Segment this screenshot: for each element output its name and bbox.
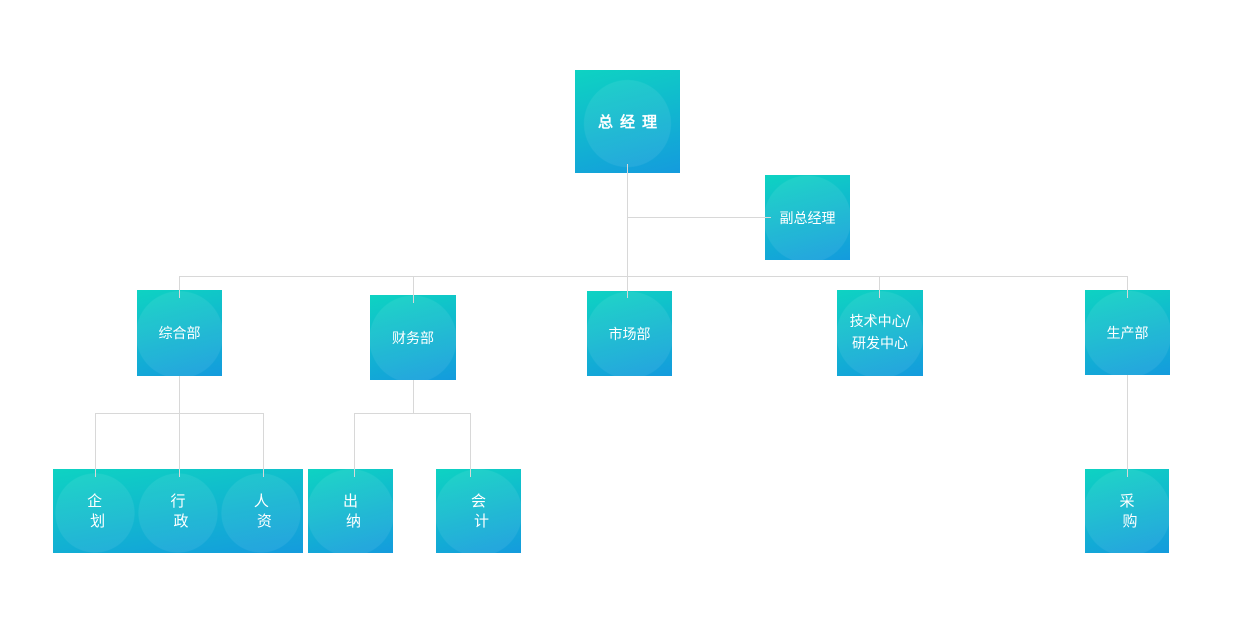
org-node-label: 总经理 <box>597 113 664 131</box>
org-node-human-resources[interactable]: 人 资 <box>253 492 272 530</box>
org-node-label: 出 纳 <box>342 492 361 530</box>
connector-line-main-horizontal <box>179 276 1128 277</box>
connector-line-general-vertical <box>179 376 180 477</box>
org-node-marketing-dept[interactable]: 市场部 <box>587 291 672 376</box>
org-node-purchasing[interactable]: 采 购 <box>1085 469 1169 553</box>
connector-line-drop-accounting <box>470 413 471 477</box>
org-node-label: 财务部 <box>392 330 434 347</box>
org-node-label: 会 计 <box>470 492 489 530</box>
connector-line-finance-horizontal <box>354 413 471 414</box>
connector-line-drop-general <box>179 276 180 298</box>
connector-line-drop-finance <box>413 276 414 303</box>
org-node-accounting[interactable]: 会 计 <box>436 469 521 553</box>
org-node-tech-center[interactable]: 技术中心/ 研发中心 <box>837 290 923 376</box>
org-node-general-manager[interactable]: 总经理 <box>575 70 680 173</box>
org-node-label: 市场部 <box>608 326 651 343</box>
connector-line-drop-cashier <box>354 413 355 477</box>
org-node-group-general-affairs-sections[interactable]: 企 划 行 政 人 资 <box>53 469 303 553</box>
org-node-production-dept[interactable]: 生产部 <box>1085 290 1170 375</box>
connector-line-general-horizontal <box>95 413 263 414</box>
org-node-label: 综合部 <box>158 326 201 342</box>
connector-line-production-vertical <box>1127 375 1128 477</box>
org-node-label: 采 购 <box>1119 492 1138 530</box>
connector-line-gm-vertical <box>627 164 628 298</box>
connector-line-drop-production <box>1127 276 1128 298</box>
connector-line-finance-vertical <box>413 380 414 413</box>
org-node-label: 生产部 <box>1106 325 1149 342</box>
connector-line-to-deputy <box>627 217 771 218</box>
connector-line-drop-hr <box>263 413 264 477</box>
org-node-label: 技术中心/ 研发中心 <box>849 314 911 352</box>
connector-line-drop-tech <box>879 276 880 298</box>
org-node-administration[interactable]: 行 政 <box>170 492 189 530</box>
org-node-finance-dept[interactable]: 财务部 <box>370 295 456 380</box>
connector-line-drop-planning <box>95 413 96 477</box>
org-node-general-affairs-dept[interactable]: 综合部 <box>137 290 222 376</box>
org-node-label: 副总经理 <box>779 210 836 227</box>
org-node-cashier[interactable]: 出 纳 <box>308 469 393 553</box>
org-node-deputy-general-manager[interactable]: 副总经理 <box>765 175 850 260</box>
org-node-planning[interactable]: 企 划 <box>87 492 106 530</box>
